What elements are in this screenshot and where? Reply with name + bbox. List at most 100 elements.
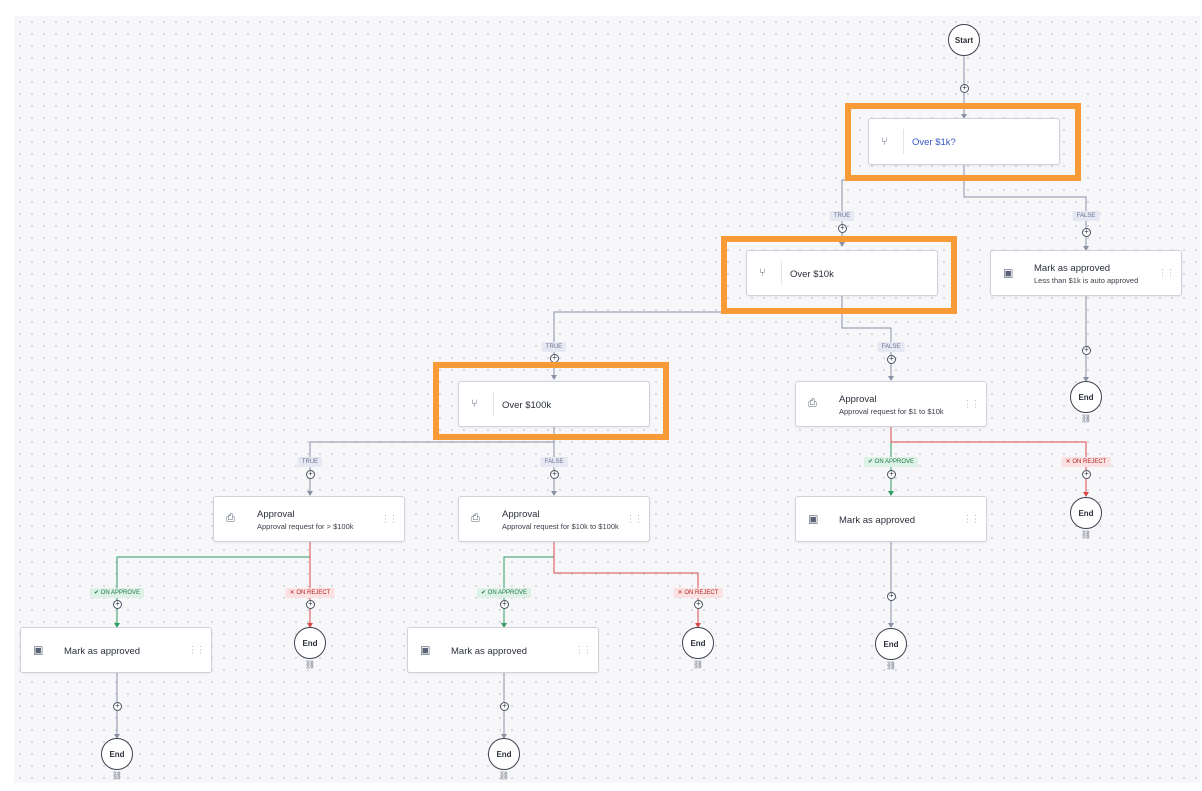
drag-handle-icon[interactable]: ⋮⋮ bbox=[381, 513, 398, 524]
check-icon: ✔ bbox=[867, 459, 875, 465]
node-divider bbox=[903, 129, 904, 154]
node-subtitle: Approval request for > $100k bbox=[257, 522, 354, 531]
drag-handle-icon[interactable]: ⋮⋮ bbox=[626, 513, 643, 524]
node-title: Approval bbox=[502, 509, 540, 520]
link-icon[interactable]: ⛓ bbox=[498, 771, 510, 780]
add-step-plus-icon[interactable]: + bbox=[1082, 228, 1091, 237]
condition-node-over-100k[interactable]: ⑂ Over $100k bbox=[458, 381, 650, 427]
add-step-plus-icon[interactable]: + bbox=[306, 600, 315, 609]
branch-badge-false: FALSE bbox=[1072, 211, 1100, 221]
end-label: End bbox=[1078, 508, 1094, 518]
branch-icon: ⑂ bbox=[881, 135, 888, 148]
branch-badge-on-approve: ✔ ON APPROVE bbox=[863, 457, 919, 467]
add-step-plus-icon[interactable]: + bbox=[306, 470, 315, 479]
add-step-plus-icon[interactable]: + bbox=[694, 600, 703, 609]
end-node-reject-1-to-10k[interactable]: End bbox=[1070, 497, 1102, 529]
add-step-plus-icon[interactable]: + bbox=[838, 224, 847, 233]
approval-node-1-to-10k[interactable]: ⎙ Approval Approval request for $1 to $1… bbox=[795, 381, 987, 427]
badge-label: ON APPROVE bbox=[874, 459, 915, 465]
end-node-approve-10k-to-100k[interactable]: End bbox=[488, 738, 520, 770]
end-node-reject-over-100k[interactable]: End bbox=[294, 627, 326, 659]
node-title: Over $100k bbox=[502, 400, 552, 411]
add-step-plus-icon[interactable]: + bbox=[1082, 346, 1091, 355]
start-node[interactable]: Start bbox=[948, 24, 980, 56]
add-step-plus-icon[interactable]: + bbox=[1082, 470, 1091, 479]
add-step-plus-icon[interactable]: + bbox=[887, 592, 896, 601]
add-step-plus-icon[interactable]: + bbox=[550, 470, 559, 479]
branch-badge-on-reject: ✕ ON REJECT bbox=[285, 588, 335, 598]
end-node-auto[interactable]: End bbox=[1070, 381, 1102, 413]
node-title: Approval bbox=[839, 394, 877, 405]
mark-approved-node-auto[interactable]: ▣ Mark as approved Less than $1k is auto… bbox=[990, 250, 1182, 296]
cross-icon: ✕ bbox=[289, 590, 297, 596]
end-node-approve-1-to-10k[interactable]: End bbox=[875, 628, 907, 660]
badge-label: ON REJECT bbox=[1072, 459, 1107, 465]
branch-badge-true: TRUE bbox=[829, 211, 855, 221]
mark-approved-icon: ▣ bbox=[1003, 267, 1014, 280]
link-icon[interactable]: ⛓ bbox=[692, 660, 704, 669]
branch-badge-on-approve: ✔ ON APPROVE bbox=[89, 588, 145, 598]
mark-approved-icon: ▣ bbox=[420, 644, 431, 657]
add-step-plus-icon[interactable]: + bbox=[500, 600, 509, 609]
badge-label: ON REJECT bbox=[684, 590, 719, 596]
node-title: Mark as approved bbox=[64, 646, 141, 657]
approval-icon: ⎙ bbox=[808, 397, 817, 410]
drag-handle-icon[interactable]: ⋮⋮ bbox=[575, 644, 592, 655]
mark-approved-node-over-100k[interactable]: ▣ Mark as approved ⋮⋮ bbox=[20, 627, 212, 673]
node-subtitle: Approval request for $10k to $100k bbox=[502, 522, 619, 531]
node-subtitle: Less than $1k is auto approved bbox=[1034, 276, 1139, 285]
badge-label: ON REJECT bbox=[296, 590, 331, 596]
badge-label: ON APPROVE bbox=[100, 590, 141, 596]
add-step-plus-icon[interactable]: + bbox=[887, 470, 896, 479]
end-node-reject-10k-to-100k[interactable]: End bbox=[682, 627, 714, 659]
end-label: End bbox=[1078, 392, 1094, 402]
add-step-plus-icon[interactable]: + bbox=[960, 84, 969, 93]
link-icon[interactable]: ⛓ bbox=[111, 771, 123, 780]
add-step-plus-icon[interactable]: + bbox=[887, 355, 896, 364]
add-step-plus-icon[interactable]: + bbox=[500, 702, 509, 711]
check-icon: ✔ bbox=[93, 590, 101, 596]
drag-handle-icon[interactable]: ⋮⋮ bbox=[963, 398, 980, 409]
mark-approved-icon: ▣ bbox=[808, 513, 819, 526]
node-title: Over $10k bbox=[790, 269, 834, 280]
approval-icon: ⎙ bbox=[226, 512, 235, 525]
link-icon[interactable]: ⛓ bbox=[1080, 414, 1092, 423]
drag-handle-icon[interactable]: ⋮⋮ bbox=[963, 513, 980, 524]
drag-handle-icon[interactable]: ⋮⋮ bbox=[1158, 267, 1175, 278]
mark-approved-node-10k-to-100k[interactable]: ▣ Mark as approved ⋮⋮ bbox=[407, 627, 599, 673]
approval-node-10k-to-100k[interactable]: ⎙ Approval Approval request for $10k to … bbox=[458, 496, 650, 542]
mark-approved-icon: ▣ bbox=[33, 644, 44, 657]
branch-badge-on-approve: ✔ ON APPROVE bbox=[476, 588, 532, 598]
drag-handle-icon[interactable]: ⋮⋮ bbox=[188, 644, 205, 655]
node-title: Mark as approved bbox=[839, 515, 916, 526]
approval-node-over-100k[interactable]: ⎙ Approval Approval request for > $100k … bbox=[213, 496, 405, 542]
end-label: End bbox=[690, 638, 706, 648]
branch-icon: ⑂ bbox=[759, 267, 766, 279]
approval-icon: ⎙ bbox=[471, 512, 480, 525]
branch-icon: ⑂ bbox=[471, 398, 478, 410]
end-label: End bbox=[109, 749, 125, 759]
end-node-approve-over-100k[interactable]: End bbox=[101, 738, 133, 770]
branch-badge-true: TRUE bbox=[541, 342, 567, 352]
node-subtitle: Approval request for $1 to $10k bbox=[839, 407, 944, 416]
condition-node-over-1k[interactable]: ⑂ Over $1k? bbox=[868, 118, 1060, 165]
node-title: Approval bbox=[257, 509, 295, 520]
link-icon[interactable]: ⛓ bbox=[1080, 530, 1092, 539]
highlight-box-over-100k bbox=[433, 362, 669, 440]
node-title: Over $1k? bbox=[912, 137, 956, 148]
cross-icon: ✕ bbox=[1065, 459, 1073, 465]
link-icon[interactable]: ⛓ bbox=[304, 660, 316, 669]
branch-badge-false: FALSE bbox=[877, 342, 905, 352]
link-icon[interactable]: ⛓ bbox=[885, 661, 897, 670]
condition-node-over-10k[interactable]: ⑂ Over $10k bbox=[746, 250, 938, 296]
node-title: Mark as approved bbox=[1034, 263, 1111, 274]
end-label: End bbox=[302, 638, 318, 648]
badge-label: ON APPROVE bbox=[487, 590, 528, 596]
add-step-plus-icon[interactable]: + bbox=[113, 600, 122, 609]
branch-badge-on-reject: ✕ ON REJECT bbox=[673, 588, 723, 598]
add-step-plus-icon[interactable]: + bbox=[113, 702, 122, 711]
node-divider bbox=[493, 392, 494, 416]
branch-badge-on-reject: ✕ ON REJECT bbox=[1061, 457, 1111, 467]
mark-approved-node-1-to-10k[interactable]: ▣ Mark as approved ⋮⋮ bbox=[795, 496, 987, 542]
end-label: End bbox=[883, 639, 899, 649]
